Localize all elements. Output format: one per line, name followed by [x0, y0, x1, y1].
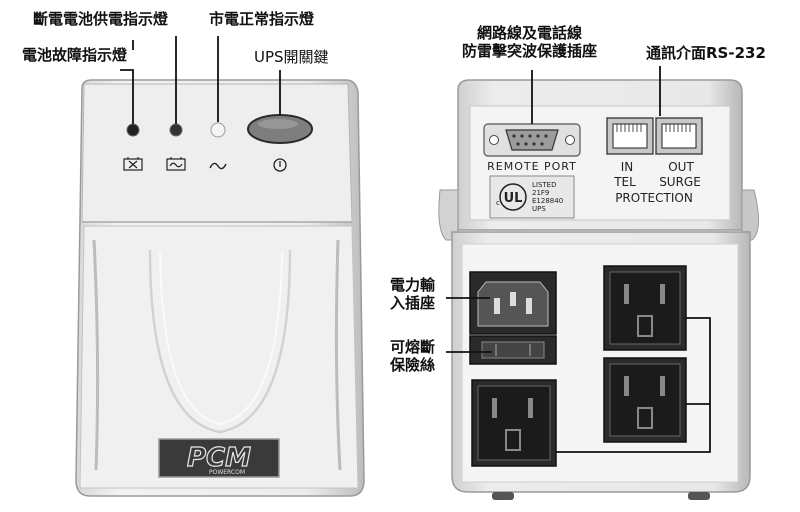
label-ups-switch: UPS開關鍵	[254, 48, 329, 66]
label-comm-interface: 通訊介面RS-232	[646, 44, 766, 62]
ac-wave-icon	[209, 162, 227, 170]
power-input-socket[interactable]	[469, 271, 557, 335]
led-mains-normal	[210, 122, 226, 138]
surge-label: SURGE	[659, 175, 701, 189]
ul-listed-line: E128840	[532, 197, 563, 205]
ups-power-button[interactable]	[247, 114, 313, 144]
remote-port-label: REMOTE PORT	[487, 160, 577, 173]
ul-listed-line: LISTED	[532, 181, 557, 189]
svg-text:UL: UL	[504, 191, 523, 206]
ul-listed-line: 21F9	[532, 189, 549, 197]
label-mains-normal-light: 市電正常指示燈	[209, 10, 315, 28]
label-battery-power-light: 斷電電池供電指示燈	[33, 10, 169, 28]
label-network-protection: 網路線及電話線 防雷擊突波保護插座	[462, 24, 598, 60]
outlet-2[interactable]	[603, 357, 687, 443]
led-battery-fault	[169, 123, 183, 137]
fuse-holder[interactable]	[469, 335, 557, 365]
battery-x-icon	[123, 157, 143, 171]
label-fuse: 可熔斷 保險絲	[390, 338, 436, 374]
outlet-3[interactable]	[471, 379, 557, 467]
battery-wave-icon	[166, 157, 186, 171]
label-power-input: 電力輸 入插座	[390, 276, 436, 312]
tel-out-jack[interactable]	[655, 117, 703, 155]
ul-listed-line: UPS	[532, 205, 546, 213]
leader-battery-power	[120, 69, 134, 124]
ul-certification: UL c LISTED 21F9 E128840 UPS	[489, 175, 575, 219]
remote-port-connector[interactable]	[483, 123, 581, 157]
tel-in-jack[interactable]	[606, 117, 654, 155]
protection-label: PROTECTION	[615, 191, 693, 205]
in-label: IN	[621, 160, 634, 174]
brand-name: POWERCOM	[209, 469, 245, 476]
outlet-1[interactable]	[603, 265, 687, 351]
brand-logo: PCM	[187, 443, 251, 473]
brand-badge: PCM POWERCOM	[158, 438, 280, 478]
front-unit	[75, 79, 365, 497]
leader-ups-output	[556, 317, 711, 453]
label-battery-fault-light: 電池故障指示燈	[22, 46, 128, 64]
led-battery-power	[126, 123, 140, 137]
out-label: OUT	[668, 160, 694, 174]
power-icon	[273, 158, 287, 172]
svg-text:c: c	[496, 199, 500, 207]
tel-label: TEL	[613, 175, 636, 189]
